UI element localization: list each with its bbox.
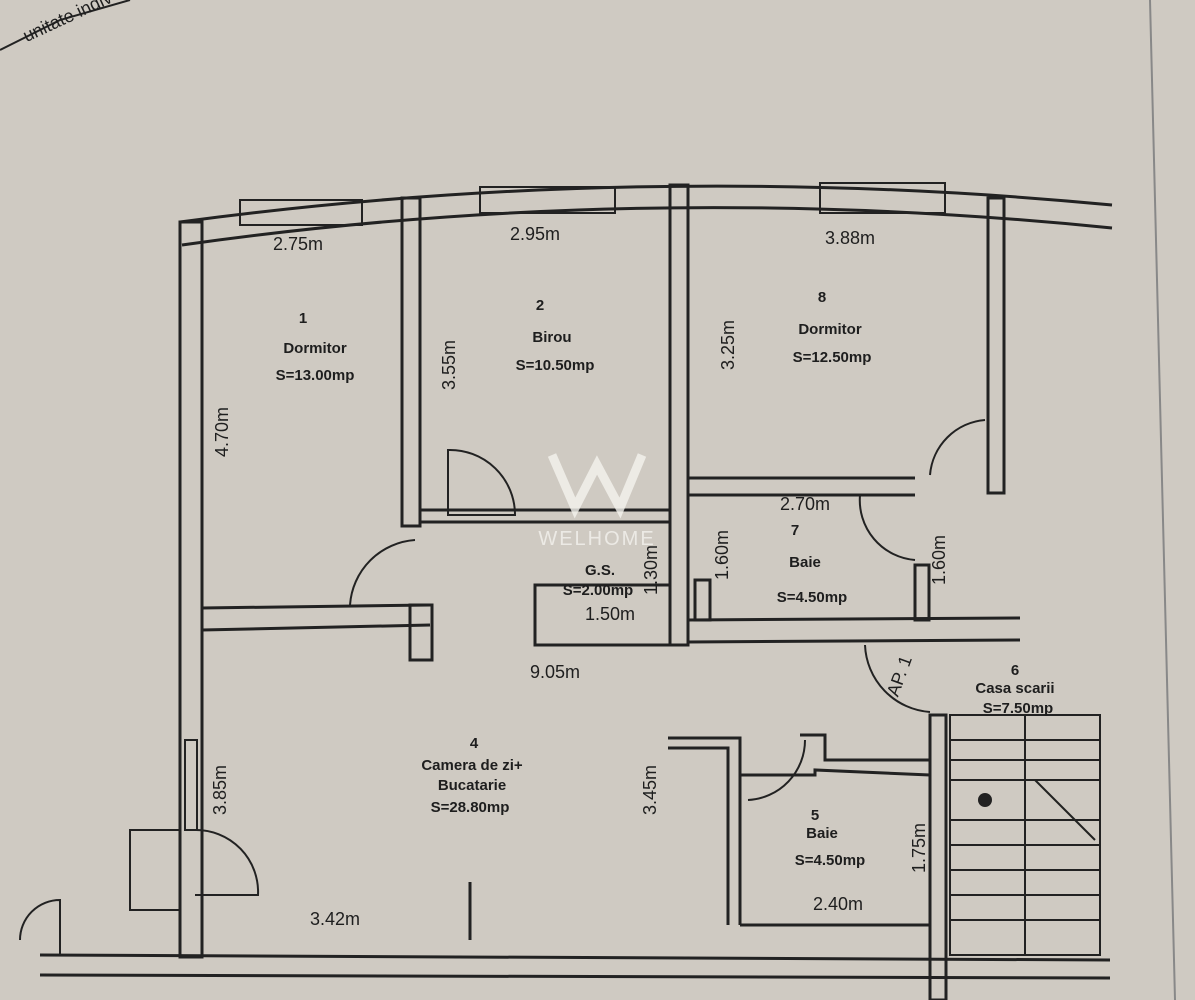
dimensions-living_length-text: 9.05m (530, 662, 580, 682)
dimensions-living_right-text: 3.45m (640, 765, 660, 815)
dimensions-d2_height-text: 3.55m (439, 340, 459, 390)
watermark-logo: WELHOME (538, 453, 655, 550)
dimensions-b5_height-text: 1.75m (909, 823, 929, 873)
dimensions-gs_height-text: 1.30m (641, 545, 661, 595)
dimensions-d1_height-text: 4.70m (212, 407, 232, 457)
room-5: 5 Baie S=4.50mp (795, 807, 865, 869)
windows (239, 182, 946, 226)
dimensions-d1_width-text: 2.75m (273, 234, 323, 254)
rooms-1-name-text: Birou (532, 329, 571, 346)
rooms-1-number-text: 2 (536, 297, 544, 314)
rooms-5-number-text: 6 (1011, 662, 1019, 679)
dimensions-gs_width-text: 1.50m (585, 604, 635, 624)
doors (19, 419, 986, 955)
rooms-0-number-text: 1 (299, 310, 307, 327)
dimensions-d8_height-text: 3.25m (718, 320, 738, 370)
watermark-text: WELHOME (538, 528, 655, 550)
dimensions-b5_width-text: 2.40m (813, 894, 863, 914)
rooms-3-number-text: 4 (470, 735, 479, 752)
rooms-0-area-text: S=13.00mp (276, 367, 355, 384)
rooms-6-name-text: Baie (789, 554, 821, 571)
rooms-3-name2-text: Bucatarie (438, 777, 506, 794)
rooms-6-number-text: 7 (791, 522, 799, 539)
rooms-4-area-text: S=4.50mp (795, 852, 865, 869)
page-edge (1149, 0, 1176, 1000)
room-7: 7 Baie S=4.50mp (777, 522, 847, 606)
dimension-labels: 2.75m 4.70m 2.95m 3.55m 3.88m 3.25m 2.70… (210, 224, 949, 929)
dimensions-b7_height_left-text: 1.60m (712, 530, 732, 580)
dimensions-d8_width-text: 3.88m (825, 228, 875, 248)
dimensions-living_left-text: 3.85m (210, 765, 230, 815)
rooms-5-name-text: Casa scarii (975, 680, 1054, 697)
rooms-7-name-text: Dormitor (798, 321, 861, 338)
rooms-7-number-text: 8 (818, 289, 826, 306)
rooms-1-area-text: S=10.50mp (516, 357, 595, 374)
rooms-7-area-text: S=12.50mp (793, 349, 872, 366)
room-1: 1 Dormitor S=13.00mp (276, 310, 355, 384)
rooms-4-name-text: Baie (806, 825, 838, 842)
dimensions-b7_width-text: 2.70m (780, 494, 830, 514)
room-2: 2 Birou S=10.50mp (516, 297, 595, 374)
rooms-0-name-text: Dormitor (283, 340, 346, 357)
rooms-2-name-text: G.S. (585, 562, 615, 579)
rooms-4-number-text: 5 (811, 807, 819, 824)
room-4: 4 Camera de zi+ Bucatarie S=28.80mp (421, 735, 523, 816)
room-6: 6 Casa scarii S=7.50mp (975, 662, 1054, 717)
dimensions-b7_height_right-text: 1.60m (929, 535, 949, 585)
dimensions-living_bottom-text: 3.42m (310, 909, 360, 929)
walls (39, 183, 1113, 1000)
rooms-3-area-text: S=28.80mp (431, 799, 510, 816)
staircase (949, 714, 1101, 956)
room-gs: G.S. S=2.00mp (563, 562, 633, 599)
rooms-3-name-text: Camera de zi+ (421, 757, 523, 774)
rooms-6-area-text: S=4.50mp (777, 589, 847, 606)
rooms-2-area-text: S=2.00mp (563, 582, 633, 599)
dimensions-d2_width-text: 2.95m (510, 224, 560, 244)
rooms-5-area-text: S=7.50mp (983, 700, 1053, 717)
room-8: 8 Dormitor S=12.50mp (793, 289, 872, 366)
